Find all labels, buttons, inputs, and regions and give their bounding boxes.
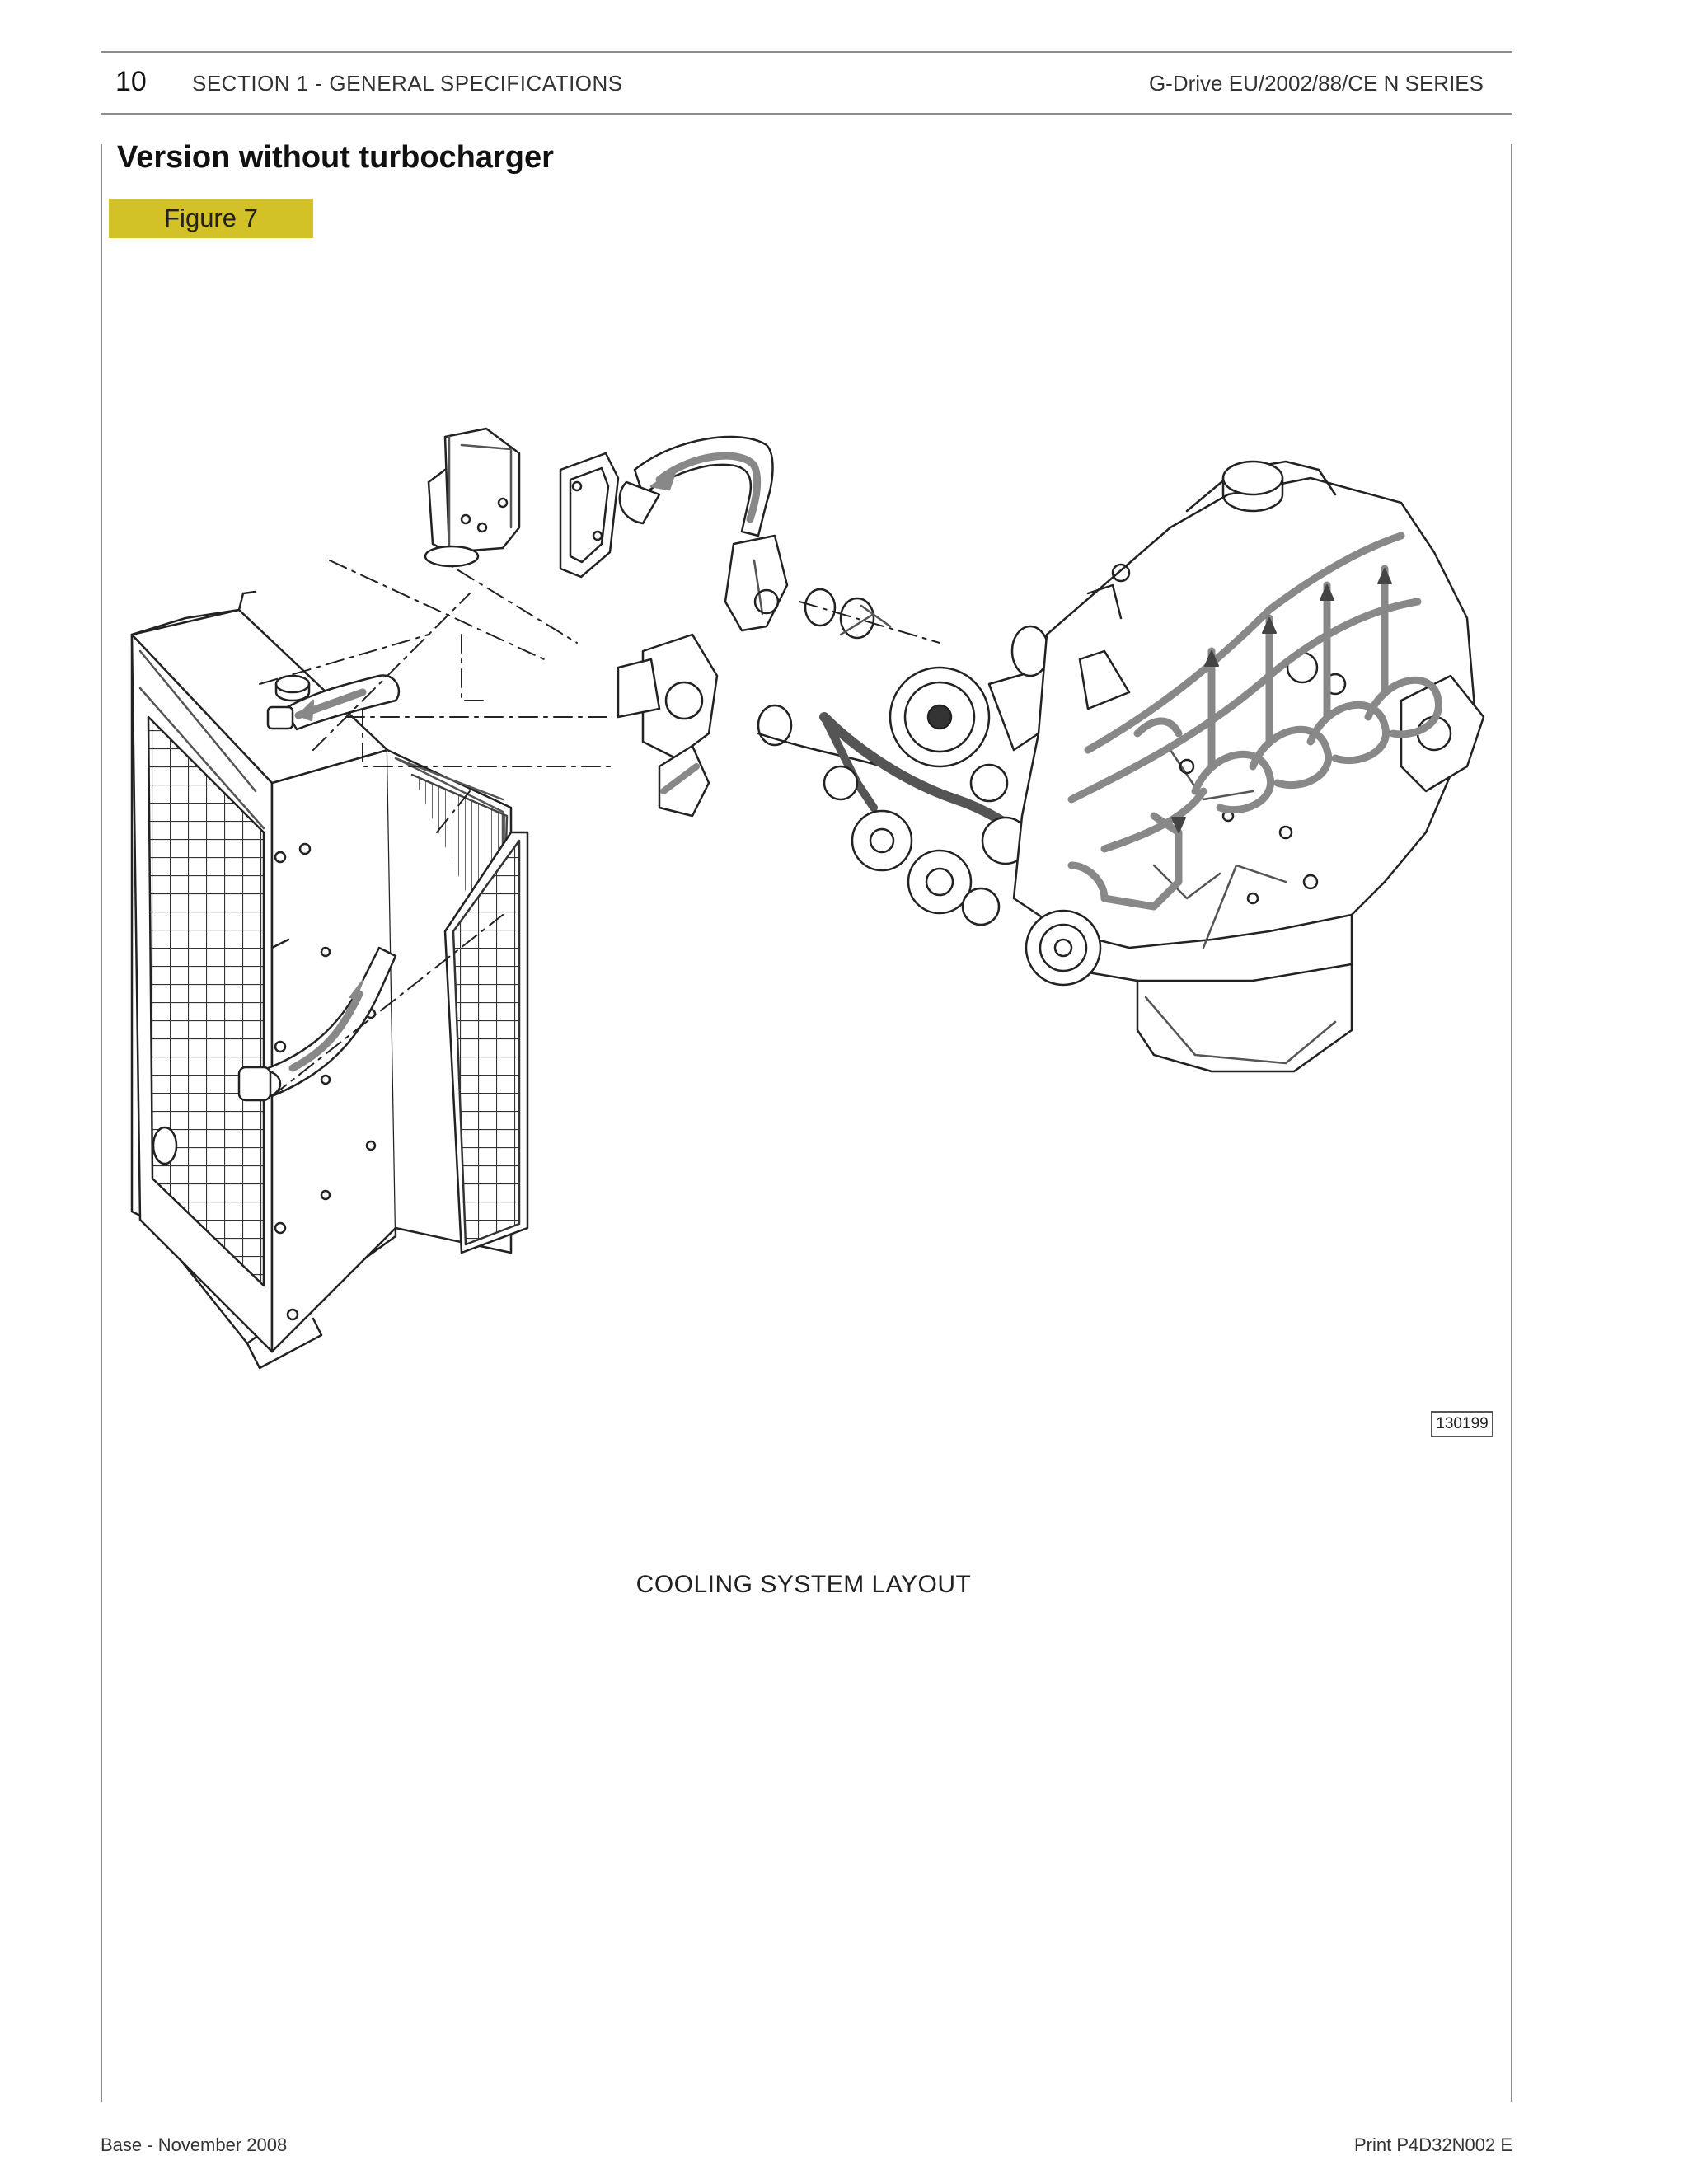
assembly-lines	[259, 551, 611, 1097]
right-margin-rule	[1511, 144, 1512, 2102]
coolant-arrows	[1171, 568, 1392, 833]
footer-print-code: Print P4D32N002 E	[1354, 2135, 1512, 2155]
figure-label: Figure 7	[109, 199, 313, 238]
upper-radiator-hose	[266, 674, 401, 731]
header-top-rule	[101, 51, 1512, 53]
left-margin-rule	[101, 144, 102, 2102]
coolant-passages	[1067, 532, 1442, 911]
drawing-reference-number: 130199	[1431, 1411, 1493, 1437]
footer-edition: Base - November 2008	[101, 2135, 288, 2155]
thermostat-housing	[424, 427, 521, 568]
section-title: SECTION 1 - GENERAL SPECIFICATIONS	[192, 71, 623, 96]
section-heading: Version without turbocharger	[117, 140, 554, 175]
header-bottom-rule	[101, 113, 1512, 115]
thermostat-elbow	[724, 534, 940, 644]
belt-drive	[819, 712, 1076, 926]
bypass-hose	[618, 435, 774, 537]
gasket	[559, 452, 620, 579]
page-number: 10	[115, 66, 147, 97]
cooling-system-drawing	[130, 427, 1485, 1370]
water-pump	[617, 633, 884, 818]
engine-block	[1012, 460, 1485, 1073]
figure-caption: COOLING SYSTEM LAYOUT	[635, 1571, 972, 1598]
series-title: G-Drive EU/2002/88/CE N SERIES	[1148, 71, 1484, 96]
lower-hose	[152, 938, 397, 1165]
